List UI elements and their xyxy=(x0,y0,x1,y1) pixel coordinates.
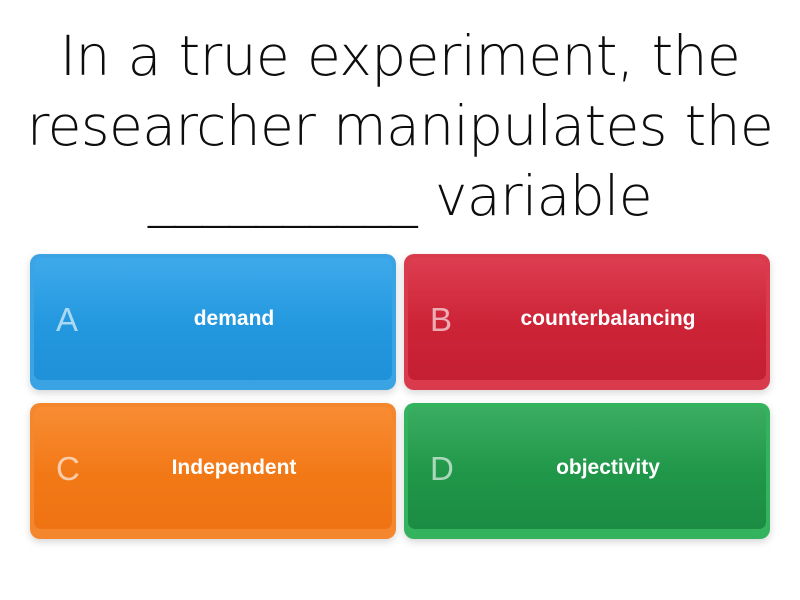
answer-option-c-letter: C xyxy=(56,449,80,487)
answer-option-d-label: objectivity xyxy=(556,456,660,480)
answer-option-b-letter: B xyxy=(430,300,453,338)
answer-option-b[interactable]: B counterbalancing xyxy=(404,254,770,390)
question-text: In a true experiment, the researcher man… xyxy=(26,24,774,228)
answer-option-b-label: counterbalancing xyxy=(520,307,696,331)
answer-option-c-face: C Independent xyxy=(34,407,392,529)
answer-option-d[interactable]: D objectivity xyxy=(404,403,770,539)
answer-option-c-label: Independent xyxy=(171,456,297,480)
answer-option-a[interactable]: A demand xyxy=(30,254,396,390)
answer-option-d-face: D objectivity xyxy=(408,407,766,529)
question-area: In a true experiment, the researcher man… xyxy=(0,0,800,252)
answer-option-a-face: A demand xyxy=(34,258,392,380)
answer-option-c[interactable]: C Independent xyxy=(30,403,396,539)
answer-option-a-label: demand xyxy=(193,307,275,331)
answer-options-grid: A demand B counterbalancing C Independen… xyxy=(30,254,770,539)
answer-option-d-letter: D xyxy=(430,449,454,487)
answer-option-a-letter: A xyxy=(56,300,79,338)
answer-option-b-face: B counterbalancing xyxy=(408,258,766,380)
